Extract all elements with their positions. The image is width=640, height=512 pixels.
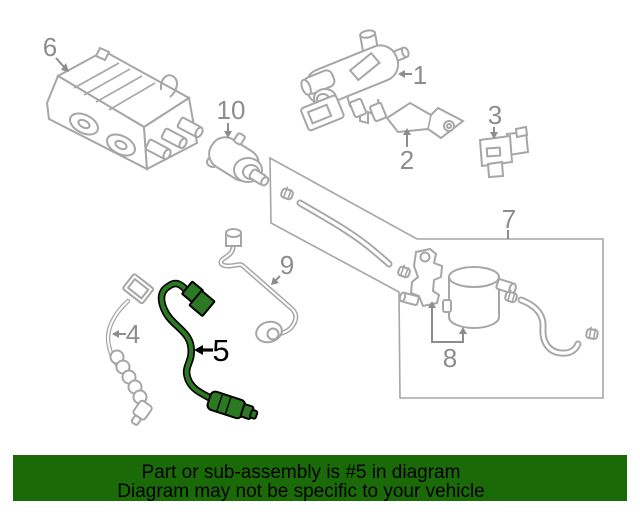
part-7-group-box bbox=[269, 156, 604, 399]
hose-clip bbox=[397, 264, 411, 279]
callout-5-label: 5 bbox=[212, 333, 229, 368]
callout-8-label: 8 bbox=[443, 343, 457, 373]
hose-clip bbox=[280, 186, 294, 201]
s-hose-drawing bbox=[517, 296, 582, 357]
sensor-body bbox=[206, 390, 259, 420]
hose-clip bbox=[585, 326, 599, 340]
part-8-filter-and-bracket bbox=[398, 247, 599, 357]
bracket-drawing bbox=[398, 247, 444, 308]
info-banner-background bbox=[13, 455, 627, 501]
callout-3-label: 3 bbox=[488, 100, 502, 130]
part-6-vapor-canister bbox=[45, 46, 204, 171]
callout-1-label: 1 bbox=[413, 60, 427, 90]
filter-canister-drawing bbox=[442, 266, 517, 330]
callout-7: 7 bbox=[502, 204, 516, 239]
callout-5-highlighted: 5 bbox=[194, 333, 230, 368]
callout-2-label: 2 bbox=[400, 145, 414, 175]
hose-clip bbox=[504, 289, 518, 304]
callout-10: 10 bbox=[217, 95, 246, 138]
callout-3: 3 bbox=[488, 100, 502, 139]
callout-10-label: 10 bbox=[217, 95, 246, 125]
part-5-oxygen-sensor-highlighted bbox=[157, 279, 259, 420]
callout-4-label: 4 bbox=[126, 319, 140, 349]
callout-1: 1 bbox=[398, 60, 427, 90]
strip-hose bbox=[296, 199, 393, 268]
banner-line-2: Diagram may not be specific to your vehi… bbox=[117, 481, 485, 502]
callout-6-label: 6 bbox=[43, 32, 57, 62]
part-4-oxygen-sensor bbox=[105, 273, 155, 426]
part-10-canister-valve bbox=[206, 132, 270, 187]
part-3-valve-sensor bbox=[478, 125, 530, 179]
sensor-connector bbox=[181, 280, 216, 317]
callout-2: 2 bbox=[400, 128, 414, 175]
callout-9-label: 9 bbox=[280, 250, 294, 280]
part-1-purge-valve bbox=[300, 29, 410, 132]
part-9-tube-assembly bbox=[218, 228, 299, 344]
info-banner: Part or sub-assembly is #5 in diagram Di… bbox=[13, 455, 627, 502]
callout-8: 8 bbox=[428, 301, 467, 373]
banner-line-1: Part or sub-assembly is #5 in diagram bbox=[142, 462, 461, 483]
callout-9: 9 bbox=[271, 250, 294, 285]
part-2-bracket bbox=[385, 101, 465, 140]
callout-6: 6 bbox=[43, 32, 69, 72]
callout-7-label: 7 bbox=[502, 204, 516, 234]
callout-4: 4 bbox=[112, 319, 140, 349]
